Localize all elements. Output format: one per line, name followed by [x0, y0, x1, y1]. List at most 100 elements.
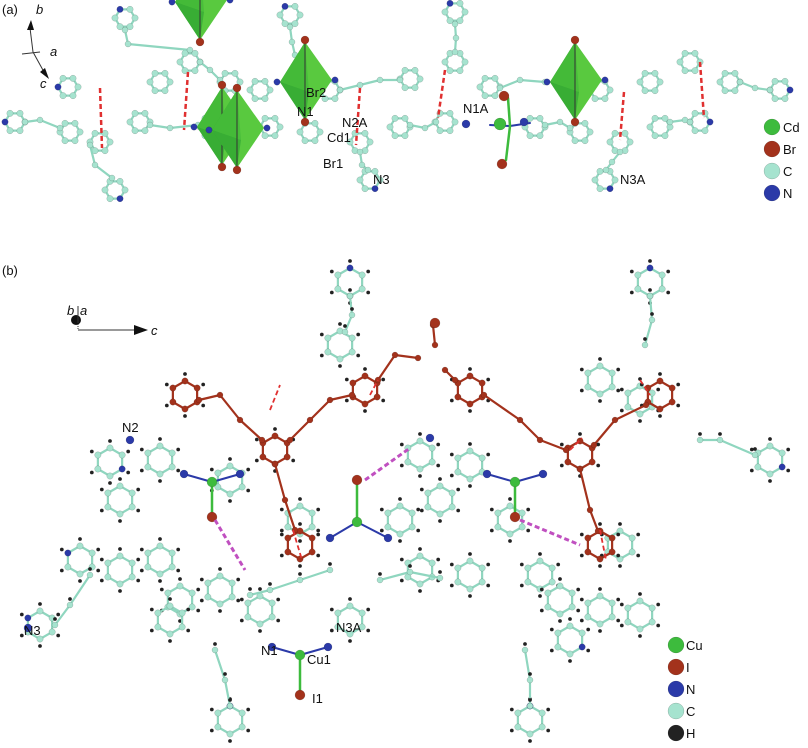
hydrogen-atom [349, 306, 355, 312]
hydrogen-atom [329, 269, 334, 274]
carbon-atom [214, 469, 222, 477]
hydrogen-atom [417, 588, 423, 594]
carbon-atom [416, 437, 424, 445]
carbon-atom [281, 496, 289, 504]
carbon-atom [126, 118, 134, 126]
carbon-atom [781, 77, 789, 85]
carbon-atom [36, 607, 44, 615]
hydrogen-atom [327, 561, 333, 567]
carbon-atom [478, 454, 486, 462]
carbon-atom [634, 271, 642, 279]
nitrogen-atom [267, 642, 277, 652]
carbon-atom [401, 114, 409, 122]
carbon-atom [214, 483, 222, 491]
legend-swatch-c [763, 162, 781, 180]
carbon-atom [181, 67, 189, 75]
bromine-atom [217, 80, 227, 90]
hydrogen-atom [222, 671, 228, 677]
panel-a-axis-triad: b a c [21, 2, 57, 91]
carbon-atom [736, 78, 744, 86]
carbon-atom [581, 137, 589, 145]
hydrogen-atom [637, 633, 643, 639]
carbon-atom [602, 166, 610, 174]
hydrogen-atom [519, 562, 524, 567]
bond [431, 323, 437, 347]
carbon-atom [106, 195, 114, 203]
carbon-atom [131, 109, 139, 117]
hydrogen-atom [417, 473, 423, 479]
hydrogen-atom [467, 593, 473, 599]
hydrogen-atom [347, 258, 353, 264]
carbon-atom [451, 118, 459, 126]
carbon-atom [166, 124, 174, 132]
bond [578, 467, 592, 512]
carbon-atom [258, 436, 266, 444]
hydrogen-atom [399, 442, 404, 447]
octahedron-face [175, 2, 204, 40]
carbon-atom [106, 138, 114, 146]
carbon-atom [176, 582, 184, 590]
carbon-atom [568, 603, 576, 611]
carbon-atom [166, 602, 174, 610]
carbon-atom [584, 534, 592, 542]
carbon-atom [51, 621, 59, 629]
hydrogen-atom [436, 463, 441, 468]
carbon-atom [642, 401, 650, 409]
nitrogen-atom [425, 433, 435, 443]
iodine-atom [429, 317, 441, 329]
carbon-atom [601, 95, 609, 103]
atom-label-n3: N3 [24, 623, 41, 638]
carbon-atom [356, 176, 364, 184]
hydrogen-atom [107, 480, 113, 486]
carbon-atom [238, 483, 246, 491]
carbon-atom [584, 369, 592, 377]
nitrogen-atom [461, 119, 471, 129]
carbon-atom [454, 393, 462, 401]
carbon-atom [754, 463, 762, 471]
carbon-atom [144, 463, 152, 471]
hydrogen-atom [96, 547, 101, 552]
carbon-atom [556, 118, 564, 126]
carbon-atom [104, 503, 112, 511]
hydrogen-atom [419, 487, 424, 492]
carbon-atom [416, 465, 424, 473]
legend-swatch-n [667, 680, 685, 698]
hydrogen-atom [139, 568, 144, 573]
hydrogen-atom [347, 638, 353, 644]
carbon-atom [481, 74, 489, 82]
hydrogen-atom [227, 697, 233, 703]
carbon-atom [384, 509, 392, 517]
carbon-atom [301, 137, 309, 145]
carbon-atom [146, 78, 154, 86]
hydrogen-atom [246, 728, 251, 733]
hydrogen-atom [139, 447, 144, 452]
bond [482, 393, 522, 422]
hydrogen-atom [489, 528, 494, 533]
hydrogen-atom [157, 536, 163, 542]
carbon-atom [56, 124, 64, 132]
carbon-atom [526, 730, 534, 738]
hydrogen-atom [647, 287, 653, 293]
carbon-atom [616, 527, 624, 535]
carbon-atom [428, 444, 436, 452]
carbon-atom [781, 95, 789, 103]
carbon-atom [506, 502, 514, 510]
carbon-atom [564, 458, 572, 466]
carbon-atom [401, 66, 409, 74]
carbon-atom [376, 76, 384, 84]
carbon-atom [596, 390, 604, 398]
carbon-atom [168, 563, 176, 571]
hydrogen-atom [486, 583, 491, 588]
carbon-atom [336, 86, 344, 94]
carbon-atom [516, 76, 524, 84]
hydrogen-atom [619, 387, 624, 392]
carbon-atom [466, 400, 474, 408]
hydrogen-atom [752, 446, 758, 452]
carbon-atom [106, 444, 114, 452]
carbon-atom [491, 74, 499, 82]
carbon-atom [128, 559, 136, 567]
hydrogen-atom [117, 588, 123, 594]
hydrogen-atom [236, 598, 241, 603]
carbon-atom [491, 92, 499, 100]
bromine-atom [195, 37, 205, 47]
